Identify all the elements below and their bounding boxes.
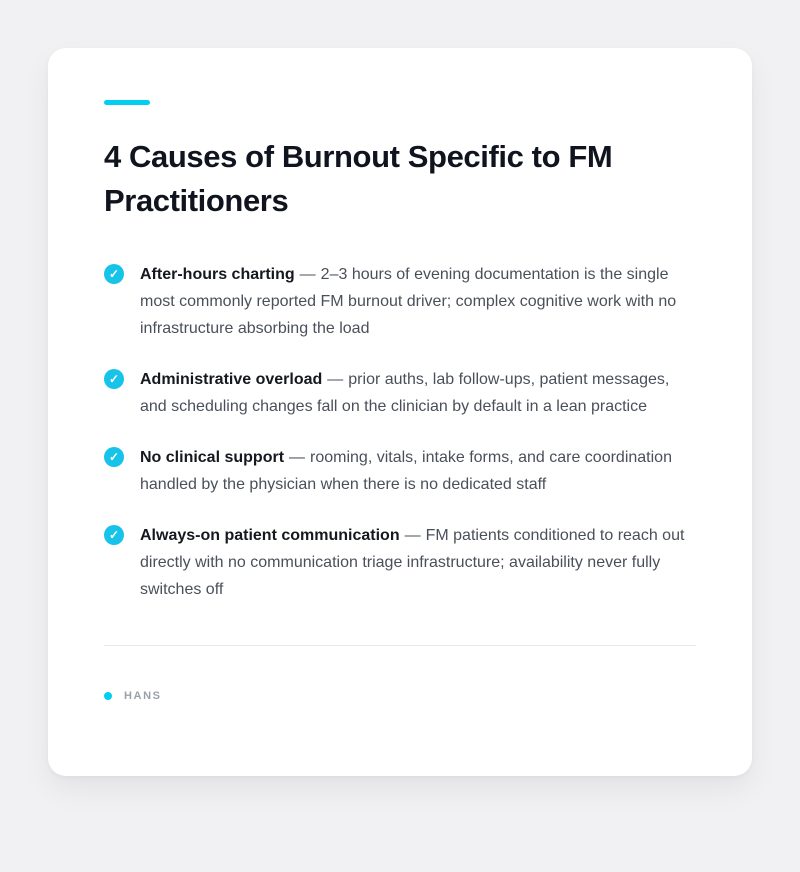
accent-bar [104, 100, 150, 105]
item-text: Administrative overload—prior auths, lab… [140, 366, 692, 420]
list-item: ✓ No clinical support—rooming, vitals, i… [104, 444, 696, 498]
item-lead: Always-on patient communication [140, 527, 400, 545]
item-body: FM patients conditioned to reach out dir… [140, 527, 685, 599]
causes-list: ✓ After-hours charting—2–3 hours of even… [104, 261, 696, 603]
item-lead: Administrative overload [140, 371, 323, 389]
em-dash: — [404, 527, 421, 545]
item-body: prior auths, lab follow-ups, patient mes… [140, 371, 670, 416]
em-dash: — [289, 449, 306, 467]
brand-dot-icon [104, 692, 112, 701]
item-text: No clinical support—rooming, vitals, int… [140, 444, 692, 498]
item-body: 2–3 hours of evening documentation is th… [140, 266, 677, 338]
brand-name: HANS [124, 690, 162, 703]
item-text: After-hours charting—2–3 hours of evenin… [140, 261, 692, 342]
list-item: ✓ Always-on patient communication—FM pat… [104, 522, 696, 603]
item-text: Always-on patient communication—FM patie… [140, 522, 692, 603]
check-icon: ✓ [104, 264, 124, 285]
list-item: ✓ Administrative overload—prior auths, l… [104, 366, 696, 420]
check-icon: ✓ [104, 447, 124, 468]
em-dash: — [299, 266, 316, 284]
item-lead: After-hours charting [140, 266, 295, 284]
check-icon: ✓ [104, 525, 124, 546]
check-icon: ✓ [104, 369, 124, 390]
footer-divider [104, 645, 696, 647]
item-body: rooming, vitals, intake forms, and care … [140, 449, 672, 494]
item-lead: No clinical support [140, 449, 285, 467]
em-dash: — [327, 371, 344, 389]
list-item: ✓ After-hours charting—2–3 hours of even… [104, 261, 696, 342]
page-title: 4 Causes of Burnout Specific to FM Pract… [104, 139, 613, 219]
content-card: 4 Causes of Burnout Specific to FM Pract… [48, 48, 752, 776]
footer: HANS [104, 690, 696, 702]
